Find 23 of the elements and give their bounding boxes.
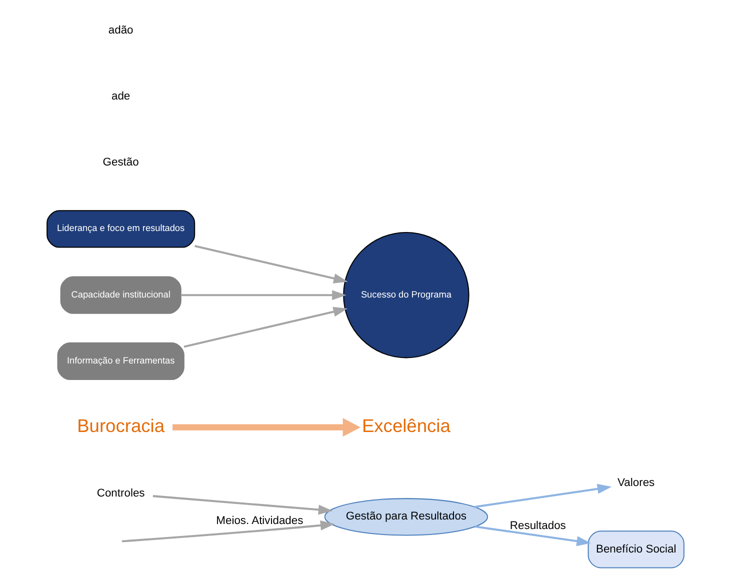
arrow bbox=[152, 495, 332, 515]
arrow bbox=[474, 484, 612, 508]
node-box: Liderança e foco em resultados bbox=[46, 210, 195, 248]
node-box: Benefício Social bbox=[587, 530, 684, 568]
arrow bbox=[194, 245, 348, 284]
node-text: Burocracia bbox=[76, 414, 164, 436]
arrow bbox=[172, 418, 360, 437]
arrow bbox=[183, 306, 348, 348]
arrow bbox=[474, 526, 590, 546]
arrow bbox=[121, 520, 334, 542]
node-text: Controles bbox=[96, 487, 144, 500]
arrow bbox=[180, 290, 346, 300]
node-text: Excelência bbox=[361, 414, 450, 436]
edge-label: Meios. Atividades bbox=[216, 514, 303, 527]
node-ellipse: Gestão para Resultados bbox=[324, 498, 488, 536]
node-box: Capacidade institucional bbox=[60, 276, 181, 314]
edge-label: Resultados bbox=[509, 520, 566, 532]
label: ade bbox=[110, 90, 130, 103]
label: adão bbox=[108, 24, 133, 36]
node-box: Informação e Ferramentas bbox=[56, 342, 184, 380]
label: Gestão bbox=[102, 156, 138, 169]
node-circle: Sucesso do Programa bbox=[342, 232, 469, 358]
node-text: Valores bbox=[617, 477, 654, 490]
